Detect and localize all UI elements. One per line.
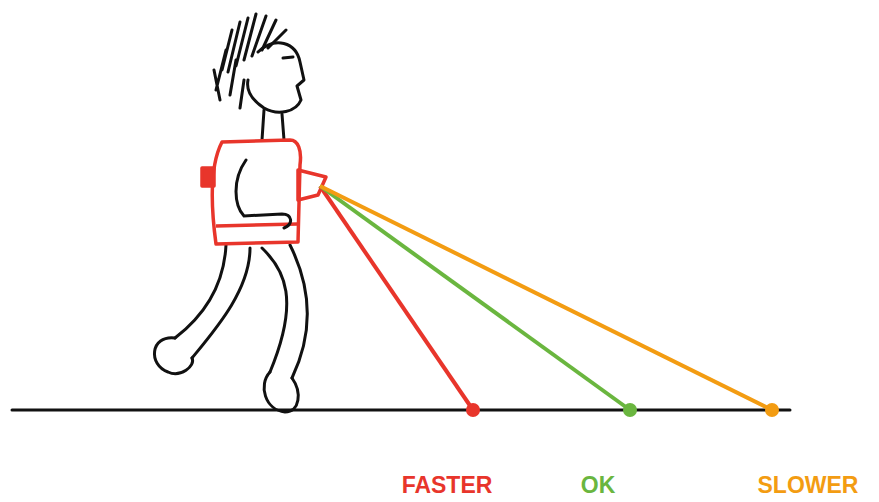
speed-label: SLOWER xyxy=(758,472,859,499)
ground-dot xyxy=(765,403,779,417)
ground-dot xyxy=(623,403,637,417)
front-foot xyxy=(264,372,298,412)
ground-dot xyxy=(466,403,480,417)
speed-label: OK xyxy=(581,472,616,499)
beam-line xyxy=(320,186,630,410)
beam-line xyxy=(320,186,772,410)
ground-line xyxy=(12,409,790,412)
beam-line xyxy=(320,186,473,410)
back-foot xyxy=(154,338,192,374)
neck xyxy=(262,110,284,140)
vest xyxy=(212,140,300,244)
head xyxy=(248,43,304,112)
arm xyxy=(236,160,291,228)
speed-label: FASTER xyxy=(402,472,493,499)
legs xyxy=(175,245,307,378)
vest-pocket xyxy=(202,168,214,186)
eye xyxy=(283,57,293,58)
